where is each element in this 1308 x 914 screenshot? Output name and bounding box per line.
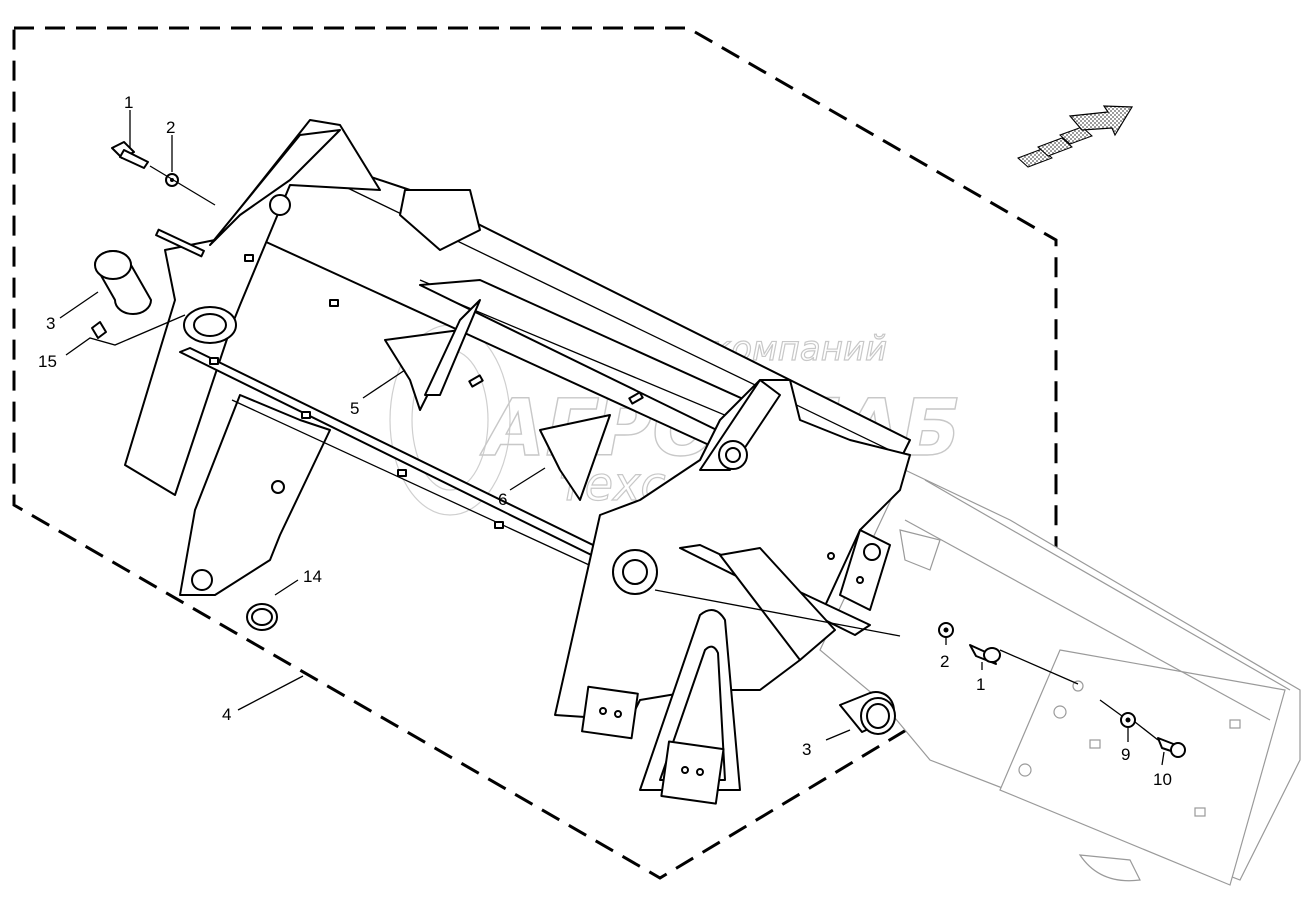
bolt-10: [1157, 737, 1186, 758]
callout-2-top: 2: [166, 118, 175, 137]
pivot-tube-left: [183, 306, 237, 344]
callout-5: 5: [350, 399, 359, 418]
callout-4: 4: [222, 705, 231, 724]
leader-lines: [59, 110, 1165, 766]
callouts: 1 2 3 15 5 6 14 4 2 1 3 9 10: [38, 93, 1172, 789]
callout-2-right: 2: [940, 652, 949, 671]
grease-nipple: [91, 321, 107, 339]
travel-direction-arrow-icon: [1017, 105, 1134, 168]
callout-3-bottom: 3: [802, 740, 811, 759]
washer-right: [938, 622, 954, 638]
callout-10: 10: [1153, 770, 1172, 789]
bushing-left: [94, 250, 152, 315]
bolt-right: [969, 644, 1001, 665]
callout-1-top: 1: [124, 93, 133, 112]
callout-14: 14: [303, 567, 322, 586]
callout-3-left: 3: [46, 314, 55, 333]
adjacent-frame-ghost: [819, 469, 1301, 886]
main-frame: [124, 119, 911, 805]
callout-15: 15: [38, 352, 57, 371]
washer-top: [165, 173, 179, 187]
callout-1-right: 1: [976, 675, 985, 694]
callout-6: 6: [498, 490, 507, 509]
callout-9: 9: [1121, 745, 1130, 764]
bolt-top: [111, 141, 149, 169]
nut: [1120, 712, 1136, 728]
bushing-right: [839, 691, 896, 735]
ring: [246, 603, 278, 631]
